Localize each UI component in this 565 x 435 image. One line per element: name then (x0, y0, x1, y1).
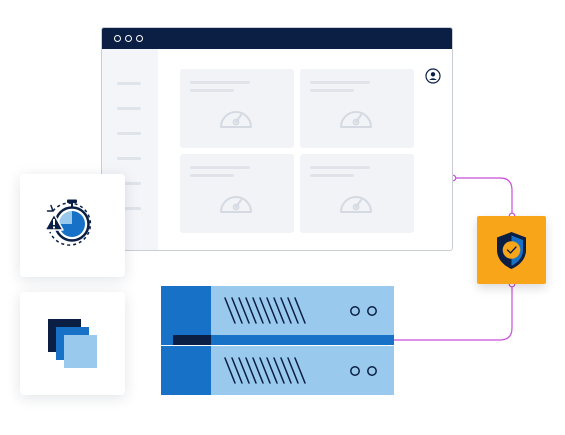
card-subtitle-placeholder (190, 89, 234, 92)
window-dot[interactable] (114, 35, 121, 42)
server-unit[interactable] (161, 346, 394, 395)
card-title-placeholder (190, 81, 250, 84)
card-subtitle-placeholder (190, 174, 234, 177)
gauge-icon (340, 111, 372, 128)
gauge-icon (220, 111, 252, 128)
window-titlebar (102, 28, 452, 49)
sidebar-item-placeholder[interactable] (117, 107, 141, 110)
shield-check-icon (497, 232, 526, 269)
gauge-icon (340, 196, 372, 213)
sidebar-item-placeholder[interactable] (117, 132, 141, 135)
sidebar-item-placeholder[interactable] (117, 182, 141, 185)
status-light (350, 306, 360, 316)
server-body (211, 346, 394, 395)
server-front-panel (161, 346, 211, 395)
status-light (367, 306, 377, 316)
connector-shield-to-server (384, 284, 513, 341)
server-rail (161, 335, 394, 345)
layers-card[interactable] (20, 292, 125, 395)
server-unit[interactable] (161, 286, 394, 335)
dashboard-card[interactable] (180, 154, 294, 233)
card-subtitle-placeholder (310, 174, 354, 177)
vent-slots (224, 357, 377, 384)
card-title-placeholder (190, 166, 250, 169)
connector-window-to-shield (453, 177, 513, 216)
user-icon[interactable] (425, 68, 441, 84)
sidebar-item-placeholder[interactable] (117, 157, 141, 160)
sidebar-item-placeholder[interactable] (117, 207, 141, 210)
card-title-placeholder (310, 81, 370, 84)
card-title-placeholder (310, 166, 370, 169)
stopwatch-warning-icon (44, 199, 92, 246)
dashboard-card[interactable] (300, 69, 414, 148)
status-light (350, 366, 360, 376)
server-body (211, 286, 394, 335)
dashboard-card[interactable] (180, 69, 294, 148)
stacked-squares-icon (48, 319, 97, 368)
app-window (101, 27, 453, 251)
sidebar-item-placeholder[interactable] (117, 82, 141, 85)
window-dot[interactable] (136, 35, 143, 42)
window-dot[interactable] (125, 35, 132, 42)
dashboard-card[interactable] (300, 154, 414, 233)
card-subtitle-placeholder (310, 89, 354, 92)
stopwatch-card[interactable] (20, 174, 125, 277)
gauge-icon (220, 196, 252, 213)
status-light (367, 366, 377, 376)
server-front-panel (161, 286, 211, 335)
vent-slots (224, 297, 377, 324)
security-badge[interactable] (477, 216, 546, 284)
